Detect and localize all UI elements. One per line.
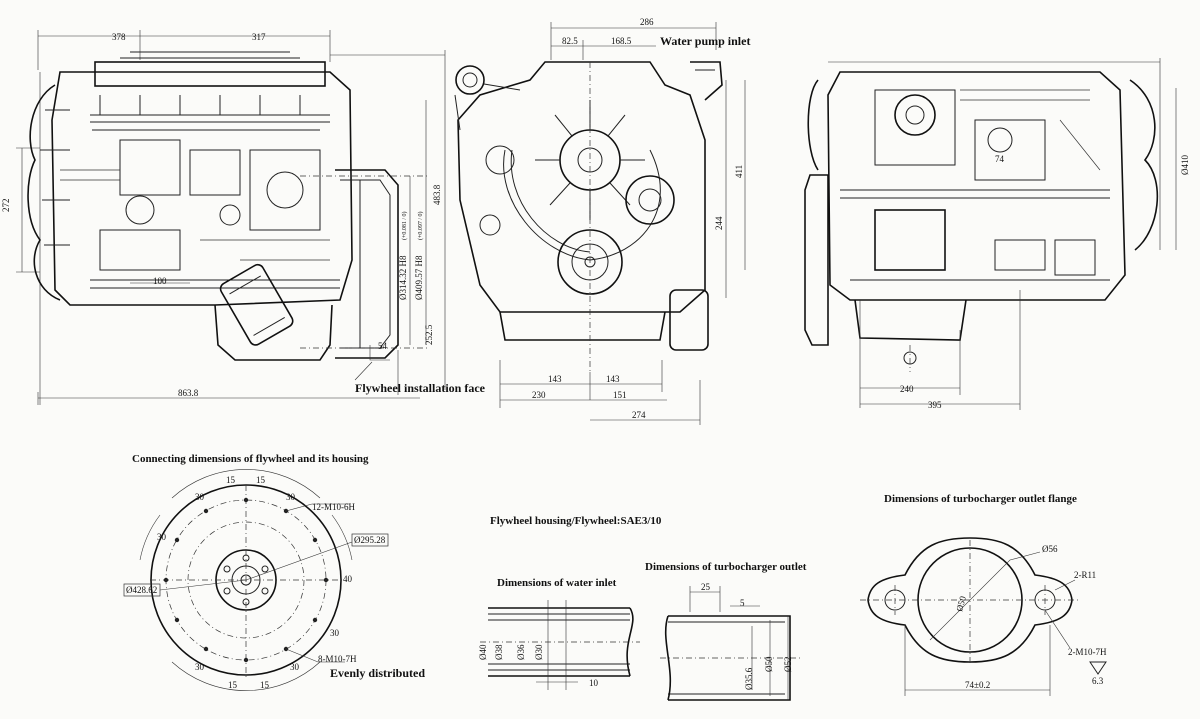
dia-295-28: Ø295.28 (354, 535, 386, 545)
dim-863-8: 863.8 (178, 388, 199, 398)
dim-74-right: 74 (995, 154, 1005, 164)
dim-483-8: 483.8 (432, 184, 442, 205)
flange-2-m10: 2-M10-7H (1068, 647, 1107, 657)
dim-168-5: 168.5 (611, 36, 632, 46)
water-inlet-title: Dimensions of water inlet (497, 577, 617, 589)
angle-30-left: 30 (157, 532, 167, 542)
bore-409-tol: (+0.097 / 0) (417, 211, 424, 240)
evenly-distributed-label: Evenly distributed (330, 666, 425, 680)
bore-409-57: Ø409.57 H8 (414, 255, 424, 300)
turbo-outlet-detail: Dimensions of turbocharger outlet 25 5 Ø… (645, 561, 807, 701)
water-inlet-dim-10: 10 (589, 678, 599, 688)
dim-230: 230 (532, 390, 546, 400)
dim-244: 244 (714, 216, 724, 230)
dim-151: 151 (613, 390, 627, 400)
turbo-outlet-d35-6: Ø35.6 (744, 667, 754, 690)
housing-spec-label: Flywheel housing/Flywheel:SAE3/10 (490, 515, 662, 527)
angle-15-bottom-left: 15 (228, 680, 238, 690)
turbo-outlet-d52: Ø52 (783, 657, 793, 673)
angle-30-top-left: 30 (195, 492, 205, 502)
right-view: 74 Ø410 240 395 (804, 58, 1190, 410)
flange-d50: Ø50 (954, 594, 968, 612)
dim-286: 286 (640, 17, 654, 27)
angle-30-bottom-right: 30 (290, 662, 300, 672)
angle-15-top-left: 15 (226, 475, 236, 485)
dim-252-5: 252.5 (424, 324, 434, 345)
bore-314-32: Ø314.32 H8 (398, 255, 408, 300)
left-view: 378 317 272 863.8 (1, 30, 486, 405)
water-inlet-d40: Ø40 (478, 644, 488, 660)
water-inlet-d38: Ø38 (494, 644, 504, 660)
turbo-outlet-title: Dimensions of turbocharger outlet (645, 561, 807, 573)
dim-143-b: 143 (606, 374, 620, 384)
flywheel-detail-title: Connecting dimensions of flywheel and it… (132, 453, 369, 465)
turbo-flange-detail: Dimensions of turbocharger outlet flange… (860, 493, 1107, 696)
turbo-outlet-d50: Ø50 (764, 656, 774, 672)
flywheel-detail: Connecting dimensions of flywheel and it… (123, 453, 425, 691)
bolt-pattern-12-m10: 12-M10-6H (312, 502, 355, 512)
dim-272: 272 (1, 199, 11, 213)
flange-outline (867, 537, 1073, 663)
water-pump-inlet-label: Water pump inlet (660, 34, 750, 48)
dim-240: 240 (900, 384, 914, 394)
angle-30-top-right: 30 (286, 492, 296, 502)
dim-143-a: 143 (548, 374, 562, 384)
dim-54: 54 (378, 341, 388, 351)
flange-roughness-6-3: 6.3 (1092, 676, 1104, 686)
dim-274: 274 (632, 410, 646, 420)
water-inlet-d36: Ø36 (516, 644, 526, 660)
dim-411: 411 (734, 165, 744, 178)
angle-30-bottom-left: 30 (195, 662, 205, 672)
flange-width-74: 74±0.2 (965, 680, 990, 690)
bolt-pattern-8-m10: 8-M10-7H (318, 654, 357, 664)
water-inlet-d30: Ø30 (534, 644, 544, 660)
angle-15-top-right: 15 (256, 475, 266, 485)
bore-314-tol: (+0.081 / 0) (401, 211, 408, 240)
middle-view: 286 82.5 168.5 Water pump inlet (454, 17, 750, 425)
turbo-outlet-dim-25: 25 (701, 582, 711, 592)
dim-378: 378 (112, 32, 126, 42)
flywheel-face-label: Flywheel installation face (355, 381, 486, 395)
dim-82-5: 82.5 (562, 36, 578, 46)
flange-d56: Ø56 (1042, 544, 1058, 554)
dim-410: Ø410 (1180, 155, 1190, 175)
dim-100: 100 (153, 276, 167, 286)
dia-428-62: Ø428.62 (126, 585, 157, 595)
turbo-flange-title: Dimensions of turbocharger outlet flange (884, 493, 1077, 505)
turbo-outlet-dim-5: 5 (740, 598, 745, 608)
angle-30-lower-right: 30 (330, 628, 340, 638)
dim-317: 317 (252, 32, 266, 42)
water-inlet-detail: Dimensions of water inlet 10 Ø40 Ø38 Ø36… (478, 577, 640, 690)
angle-15-bottom-right: 15 (260, 680, 270, 690)
dim-395: 395 (928, 400, 942, 410)
flange-2-r11: 2-R11 (1074, 570, 1096, 580)
angle-40-right: 40 (343, 574, 353, 584)
